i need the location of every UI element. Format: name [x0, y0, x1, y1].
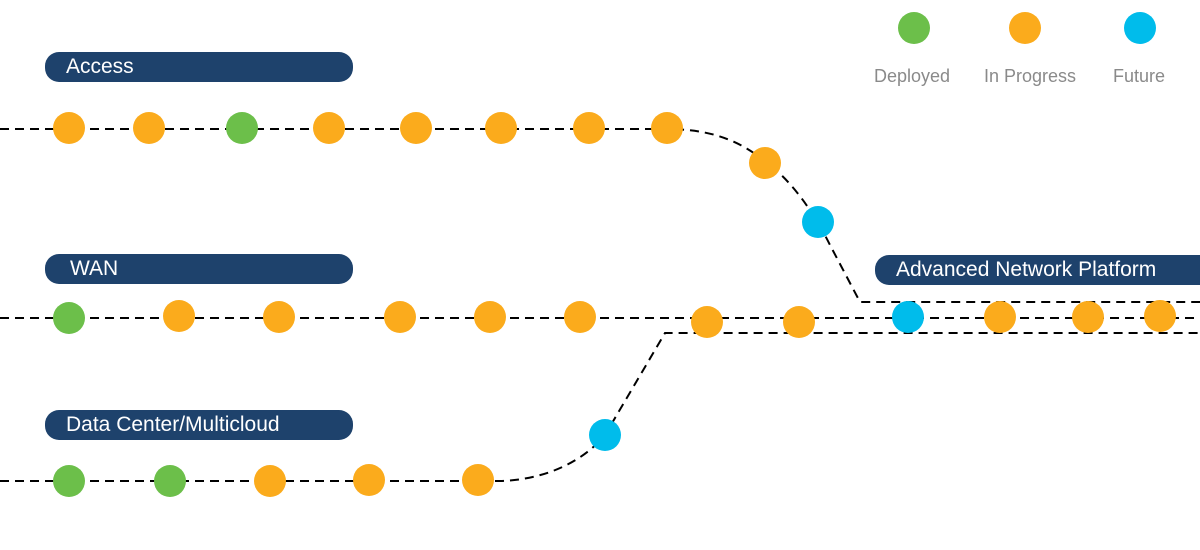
access-milestone-in-progress: [485, 112, 517, 144]
access-milestone-future: [802, 206, 834, 238]
platform-milestone-in-progress: [1072, 301, 1104, 333]
datacenter-milestone-in-progress: [254, 465, 286, 497]
legend-dot-in-progress: [1009, 12, 1041, 44]
legend-label-in-progress: In Progress: [983, 66, 1077, 86]
wan-milestone-in-progress: [384, 301, 416, 333]
wan-milestone-in-progress: [163, 300, 195, 332]
platform-milestone-future: [892, 301, 924, 333]
access-milestone-in-progress: [573, 112, 605, 144]
access-milestone-deployed: [226, 112, 258, 144]
datacenter-track-line: [0, 332, 1200, 482]
wan-milestone-in-progress: [474, 301, 506, 333]
track-label-datacenter: Data Center/Multicloud: [45, 410, 353, 440]
access-milestone-in-progress: [400, 112, 432, 144]
platform-milestone-in-progress: [984, 301, 1016, 333]
legend-label-deployed: Deployed: [873, 66, 951, 86]
access-milestone-in-progress: [651, 112, 683, 144]
legend-label-future: Future: [1112, 66, 1166, 86]
wan-milestone-in-progress: [691, 306, 723, 338]
wan-milestone-in-progress: [564, 301, 596, 333]
access-milestone-in-progress: [133, 112, 165, 144]
track-label-access: Access: [45, 52, 353, 82]
wan-milestone-in-progress: [263, 301, 295, 333]
platform-milestone-in-progress: [1144, 300, 1176, 332]
track-label-platform: Advanced Network Platform: [875, 255, 1200, 285]
wan-milestone-deployed: [53, 302, 85, 334]
legend-dot-future: [1124, 12, 1156, 44]
datacenter-milestone-deployed: [53, 465, 85, 497]
legend-dot-deployed: [898, 12, 930, 44]
datacenter-milestone-in-progress: [353, 464, 385, 496]
access-milestone-in-progress: [749, 147, 781, 179]
datacenter-milestone-deployed: [154, 465, 186, 497]
track-label-wan: WAN: [45, 254, 353, 284]
access-milestone-in-progress: [53, 112, 85, 144]
access-milestone-in-progress: [313, 112, 345, 144]
datacenter-milestone-future: [589, 419, 621, 451]
wan-milestone-in-progress: [783, 306, 815, 338]
datacenter-milestone-in-progress: [462, 464, 494, 496]
